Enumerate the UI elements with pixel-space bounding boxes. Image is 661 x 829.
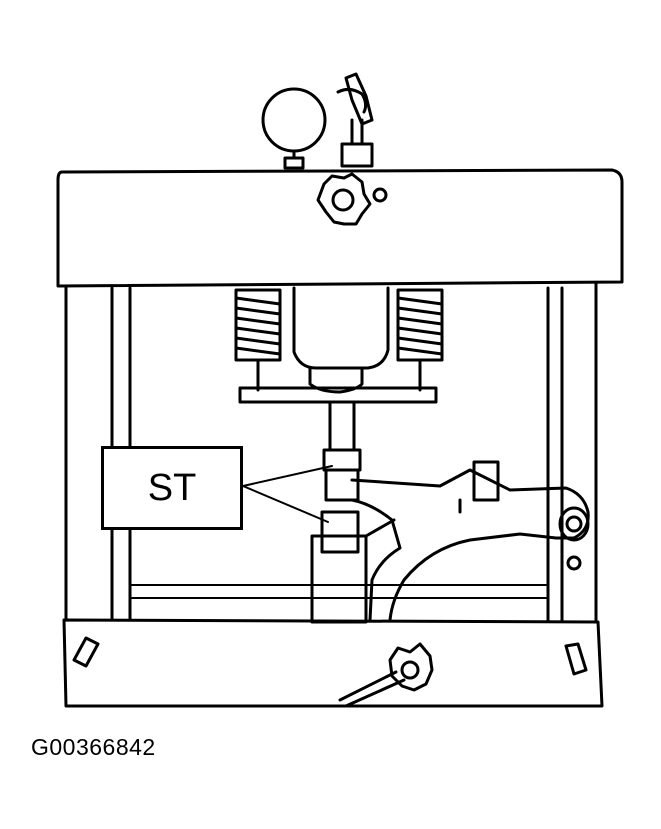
special-tool <box>320 468 360 554</box>
back-frame-lines <box>131 584 547 599</box>
return-springs <box>234 288 444 392</box>
top-beam <box>56 168 624 288</box>
lower-bed <box>62 618 604 708</box>
pressure-gauge-icon <box>261 87 327 170</box>
control-arm <box>350 460 590 622</box>
release-knob-icon <box>316 172 388 226</box>
figure-id: G00366842 <box>31 734 156 760</box>
callout-label: ST <box>147 466 197 509</box>
hydraulic-cylinder <box>292 286 390 394</box>
pump-handle-icon <box>336 72 374 168</box>
right-column <box>546 282 598 622</box>
callout-leader <box>242 465 333 523</box>
support-block <box>310 518 396 624</box>
winch-handle-icon <box>338 642 434 708</box>
spring-plate <box>238 386 438 404</box>
press-ram <box>322 400 362 472</box>
bed-pins <box>72 636 588 676</box>
special-tool-callout: ST <box>101 446 243 530</box>
